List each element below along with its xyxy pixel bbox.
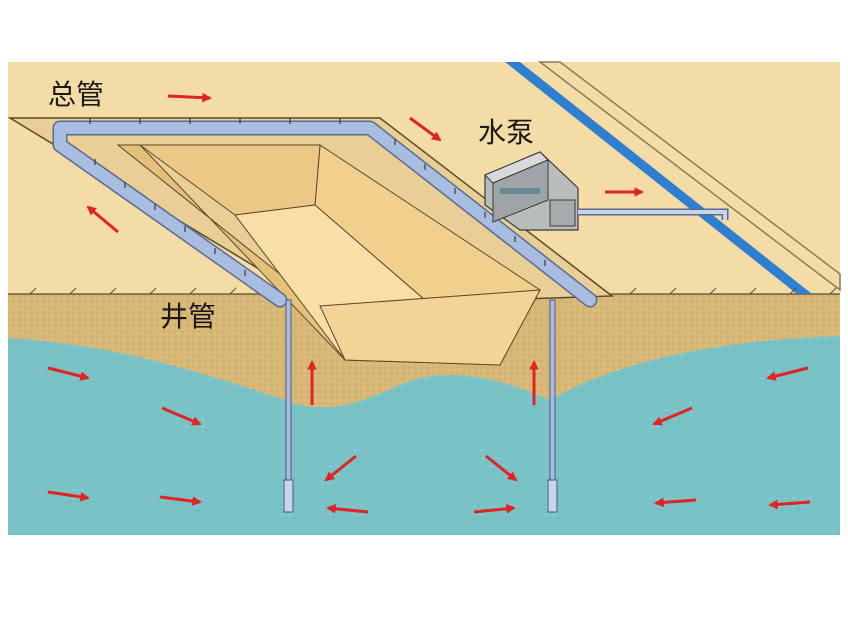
well-pipes [283, 299, 558, 513]
canal [505, 62, 812, 294]
water-pump-icon [484, 151, 579, 231]
flow-arrow-icon [161, 406, 202, 426]
flow-arrow-icon [47, 366, 90, 381]
flow-arrow-icon [86, 205, 119, 234]
flow-arrow-icon [167, 92, 212, 103]
flow-arrow-icon [473, 503, 516, 514]
flow-arrow-icon [324, 454, 357, 482]
flow-arrow-icon [47, 490, 90, 502]
flow-arrows [47, 92, 811, 514]
surface-ticks [29, 287, 837, 295]
pipe-connectors [89, 118, 546, 276]
label-well-pipe: 井管 [160, 300, 216, 333]
flow-arrow-icon [485, 454, 518, 482]
flow-arrow-icon [768, 499, 811, 510]
flow-arrow-icon [652, 406, 693, 426]
pit-front-face [319, 289, 541, 366]
flow-arrow-icon [409, 116, 442, 142]
groundwater [8, 336, 840, 535]
flow-arrow-icon [326, 503, 369, 514]
label-main-pipe: 总管 [48, 78, 104, 111]
flow-arrow-icon [159, 495, 202, 506]
flow-arrow-icon [654, 497, 697, 508]
label-pump: 水泵 [478, 116, 534, 149]
flow-arrow-icon [766, 366, 809, 381]
